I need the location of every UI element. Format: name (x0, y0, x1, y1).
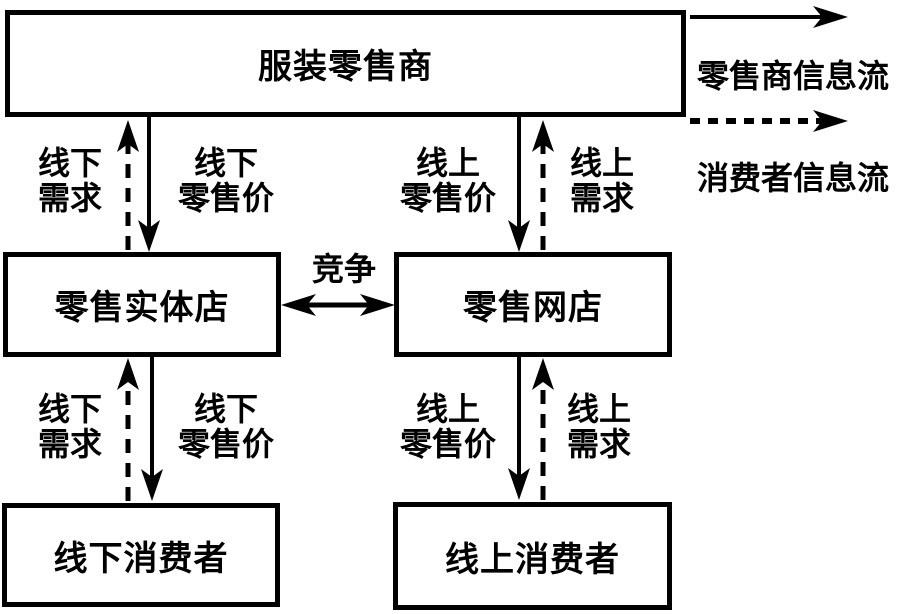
legend-retailer-flow-label: 零售商信息流 (697, 58, 890, 94)
offline-demand-upper-arrow (117, 120, 139, 250)
competition-double-arrow (281, 294, 395, 316)
label-line: 线上 (566, 391, 632, 427)
label-line: 线上 (415, 391, 481, 427)
label-online-price-upper: 线上 零售价 (400, 146, 496, 216)
legend-dashed-arrow-icon (690, 110, 848, 132)
node-online-consumer-label: 线上消费者 (445, 541, 620, 579)
label-line: 零售价 (177, 426, 275, 462)
online-price-upper-arrow (508, 117, 530, 252)
node-physical-store-label: 零售实体店 (54, 290, 230, 327)
node-offline-consumer: 线下消费者 (2, 503, 280, 607)
label-line: 需求 (37, 426, 103, 462)
legend-solid-arrow-icon (690, 6, 848, 28)
label-line: 线下 (193, 145, 259, 181)
offline-price-lower-arrow (141, 357, 163, 501)
online-price-lower-arrow (508, 357, 530, 500)
label-line: 零售价 (399, 426, 497, 462)
node-retailer-label: 服装零售商 (258, 49, 433, 86)
label-online-demand-lower: 线上 需求 (567, 392, 631, 462)
label-line: 零售价 (177, 180, 275, 216)
label-line: 线下 (193, 391, 259, 427)
label-line: 需求 (569, 180, 635, 216)
label-line: 线上 (415, 145, 481, 181)
label-line: 零售价 (399, 180, 497, 216)
node-online-store: 零售网店 (394, 252, 672, 357)
label-offline-price-lower: 线下 零售价 (178, 392, 274, 462)
legend-consumer-flow-label: 消费者信息流 (697, 160, 890, 196)
label-line: 线下 (37, 391, 103, 427)
offline-demand-lower-arrow (117, 358, 139, 501)
label-line: 线上 (569, 145, 635, 181)
node-offline-consumer-label: 线下消费者 (53, 540, 229, 578)
label-online-price-lower: 线上 零售价 (400, 392, 496, 462)
label-line: 需求 (37, 180, 103, 216)
node-online-store-label: 零售网店 (463, 290, 603, 327)
offline-price-upper-arrow (138, 117, 160, 252)
label-online-demand-upper: 线上 需求 (570, 146, 634, 216)
label-offline-demand-upper: 线下 需求 (38, 146, 102, 216)
node-online-consumer: 线上消费者 (393, 502, 672, 610)
label-competition: 竞争 (311, 251, 377, 287)
node-physical-store: 零售实体店 (3, 252, 281, 357)
label-line: 需求 (566, 426, 632, 462)
online-demand-upper-arrow (532, 120, 554, 250)
node-retailer: 服装零售商 (5, 10, 686, 117)
label-offline-demand-lower: 线下 需求 (38, 392, 102, 462)
label-offline-price-upper: 线下 零售价 (178, 146, 274, 216)
label-line: 线下 (37, 145, 103, 181)
online-demand-lower-arrow (532, 358, 554, 500)
